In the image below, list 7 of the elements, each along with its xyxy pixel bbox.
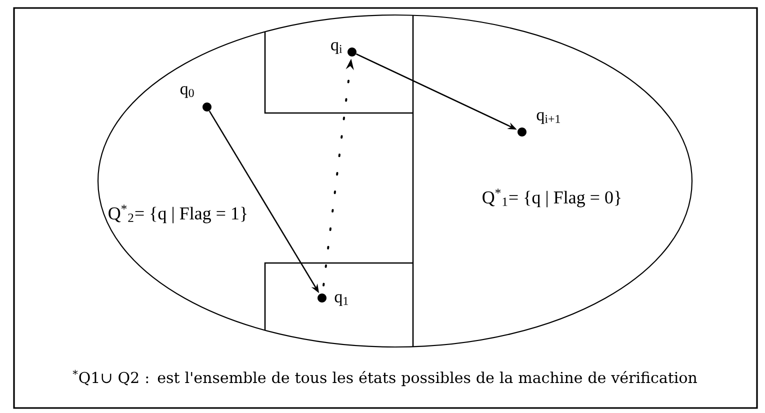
set-definition: Q$^{*}$$_{2}$= {q | Flag = 1} (108, 204, 246, 224)
set-definition: Q$^{*}$$_{1}$= {q | Flag = 0} (482, 188, 620, 208)
state-label: q$_{i}$ (331, 42, 342, 54)
state-label: q$_{1}$ (334, 294, 348, 306)
state-label: q$_{0}$ (180, 86, 194, 98)
state-label: q$_{i+1}$ (536, 112, 560, 124)
caption: $^{*}$Q1∪ Q2 : est l'ensemble de tous les états possibles de la machine de vérification (72, 370, 697, 386)
